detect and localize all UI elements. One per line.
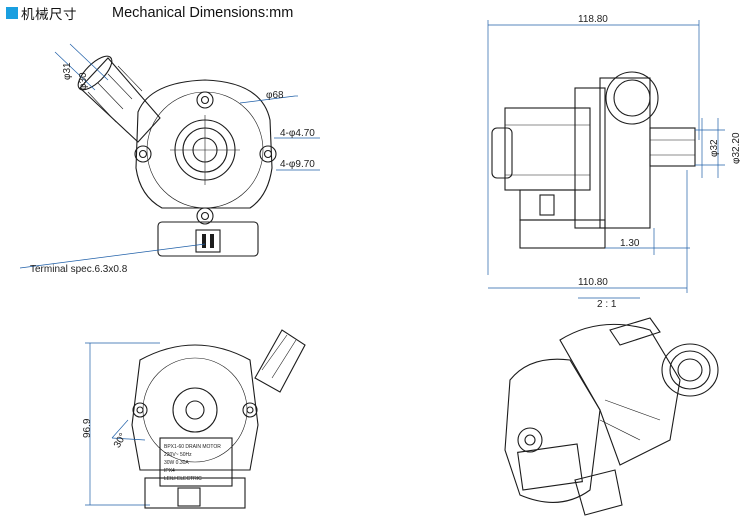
iso-outlet-ring — [661, 343, 719, 397]
side-pump-housing — [599, 77, 651, 229]
back-hub-inner — [185, 400, 205, 420]
side-dim-d3220: φ32.20 — [731, 132, 740, 164]
side-dim-overall-bottom: 110.80 — [578, 277, 608, 288]
back-label-plate — [159, 437, 233, 487]
label-line-3: 30W 0.30A — [164, 460, 189, 466]
front-terminal-socket — [195, 229, 221, 253]
header-title-en: Mechanical Dimensions:mm — [112, 5, 294, 21]
iso-terminal-block — [574, 469, 623, 516]
side-dim-offset: 1.30 — [620, 238, 640, 249]
back-dim-height: 96.9 — [82, 418, 93, 438]
side-terminal-housing — [519, 219, 606, 249]
iso-motor-body — [504, 358, 601, 503]
front-mount-holes — [134, 91, 277, 225]
front-dim-terminal: Terminal spec.6.3x0.8 — [30, 264, 128, 275]
back-dim-angle: 30° — [112, 431, 129, 450]
page-header: 机械尺寸 Mechanical Dimensions:mm — [6, 3, 293, 23]
front-dim-d30: φ30 — [78, 72, 89, 90]
front-terminal-block — [157, 221, 259, 257]
side-dim-overall-top: 118.80 — [578, 14, 608, 25]
side-end-cap — [491, 127, 513, 179]
back-pump-body — [131, 344, 259, 471]
label-line-2: 220V~ 50Hz — [164, 452, 192, 458]
front-dim-holes-small: 4-φ4.70 — [280, 128, 315, 139]
side-dim-d32: φ32 — [709, 139, 720, 157]
front-pump-body — [135, 79, 273, 209]
front-dim-holes-large: 4-φ9.70 — [280, 159, 315, 170]
label-line-1: BPX1-60 DRAIN MOTOR — [164, 444, 221, 450]
side-motor-body — [504, 107, 591, 191]
header-bullet-icon — [6, 7, 18, 19]
label-line-5: LEILI ELECTRIC — [164, 476, 202, 482]
back-hub-outer — [172, 387, 218, 433]
side-view: 118.80 φ32 φ32.20 1.3 — [487, 14, 740, 310]
side-flange — [574, 87, 606, 229]
front-dim-d31: φ31 — [62, 62, 73, 80]
back-outlet-hose — [254, 329, 306, 393]
back-terminal-block — [144, 477, 246, 509]
side-outlet-hose — [605, 71, 659, 125]
side-inlet-pipe — [649, 127, 696, 167]
front-dim-d68: φ68 — [266, 90, 284, 101]
label-line-4: IPX4 — [164, 468, 175, 474]
front-outlet-hose — [77, 55, 161, 143]
side-scale: 2 : 1 — [597, 299, 617, 310]
back-view: 96.9 BPX1-60 DRAIN MOTOR 220V~ 50Hz 30W … — [82, 329, 306, 509]
front-view: φ31 φ30 φ68 4-φ4.70 4-φ9.70 Terminal spe… — [19, 43, 320, 275]
iso-label-plate — [517, 443, 583, 491]
isometric-view — [504, 317, 719, 516]
header-title-cn: 机械尺寸 — [21, 7, 77, 22]
